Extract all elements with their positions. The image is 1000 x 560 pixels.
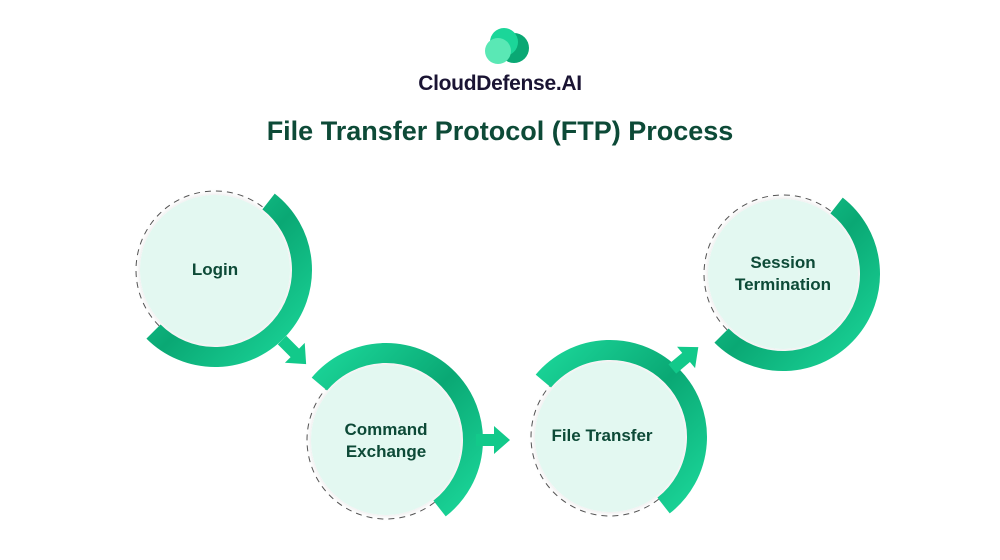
step-command-exchange: Command Exchange: [344, 420, 428, 461]
progress-arc: [535, 340, 707, 514]
dashed-ring: [530, 385, 659, 517]
step-circle: [311, 365, 461, 515]
arrow-icon: [668, 346, 699, 374]
brand-name: CloudDefense.AI: [418, 72, 582, 95]
page-title: File Transfer Protocol (FTP) Process: [266, 116, 734, 146]
step-circle: [708, 199, 858, 349]
step-circle: [140, 195, 290, 345]
step-session-termination: Session Termination: [734, 253, 832, 294]
progress-arc: [146, 193, 312, 367]
dashed-ring: [306, 388, 435, 520]
step-circle: [535, 362, 685, 512]
progress-arc: [311, 343, 483, 517]
step-login: Login: [191, 260, 239, 279]
arrow-icon: [277, 335, 307, 365]
dashed-ring: [135, 190, 264, 327]
dashed-ring: [703, 194, 832, 331]
arrow-icon: [476, 426, 510, 454]
progress-arc: [714, 197, 880, 371]
step-file-transfer: File Transfer: [551, 426, 653, 445]
